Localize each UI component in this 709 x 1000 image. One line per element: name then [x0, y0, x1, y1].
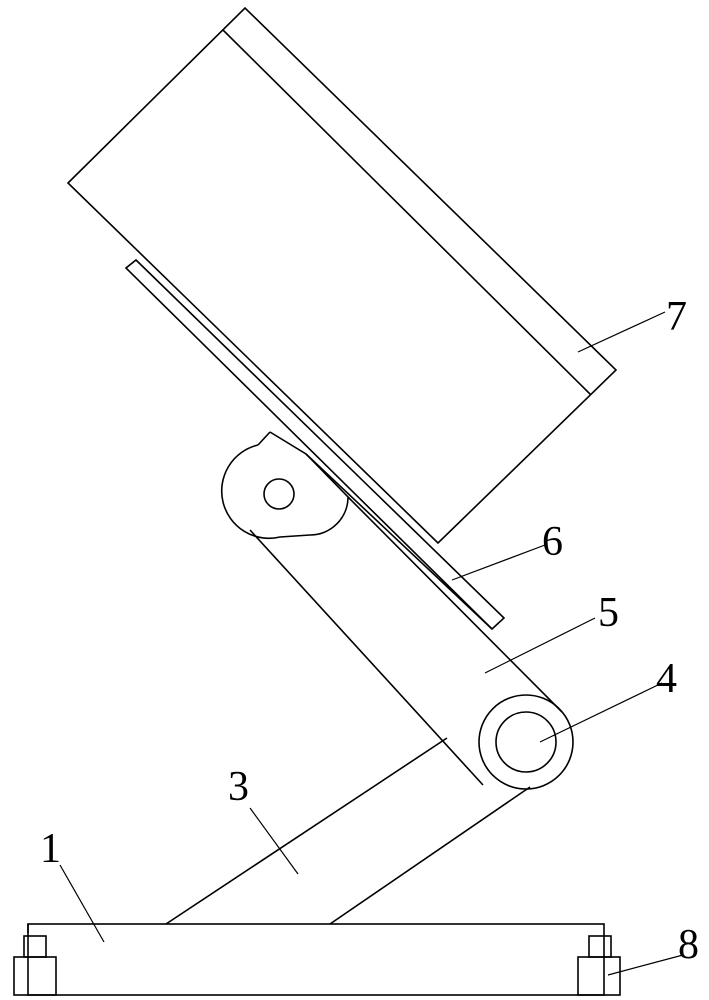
hinge-pin-hole — [263, 478, 295, 510]
part-1-base-plate — [27, 923, 605, 996]
part-8-foot-left — [13, 935, 57, 996]
part-6-mounting-plate — [124, 258, 506, 631]
leader-8 — [607, 954, 684, 976]
part-5-arm — [249, 496, 563, 786]
callout-1: 1 — [40, 826, 61, 872]
part-3-support-strut — [165, 737, 531, 925]
part-7-housing — [66, 6, 618, 545]
callout-3: 3 — [228, 764, 249, 810]
leader-3 — [249, 807, 299, 875]
leader-7 — [577, 311, 666, 353]
leader-lines — [59, 311, 684, 976]
part-4-pivot-boss — [478, 694, 574, 790]
callout-5: 5 — [598, 590, 619, 636]
callout-7: 7 — [666, 294, 687, 340]
callout-6: 6 — [542, 519, 563, 565]
leader-6 — [451, 544, 546, 581]
leader-5 — [484, 617, 596, 674]
callout-4: 4 — [656, 656, 677, 702]
callout-8: 8 — [678, 922, 699, 968]
leader-4 — [539, 682, 663, 743]
leader-1 — [59, 864, 105, 943]
part-8-foot-right — [577, 935, 621, 996]
